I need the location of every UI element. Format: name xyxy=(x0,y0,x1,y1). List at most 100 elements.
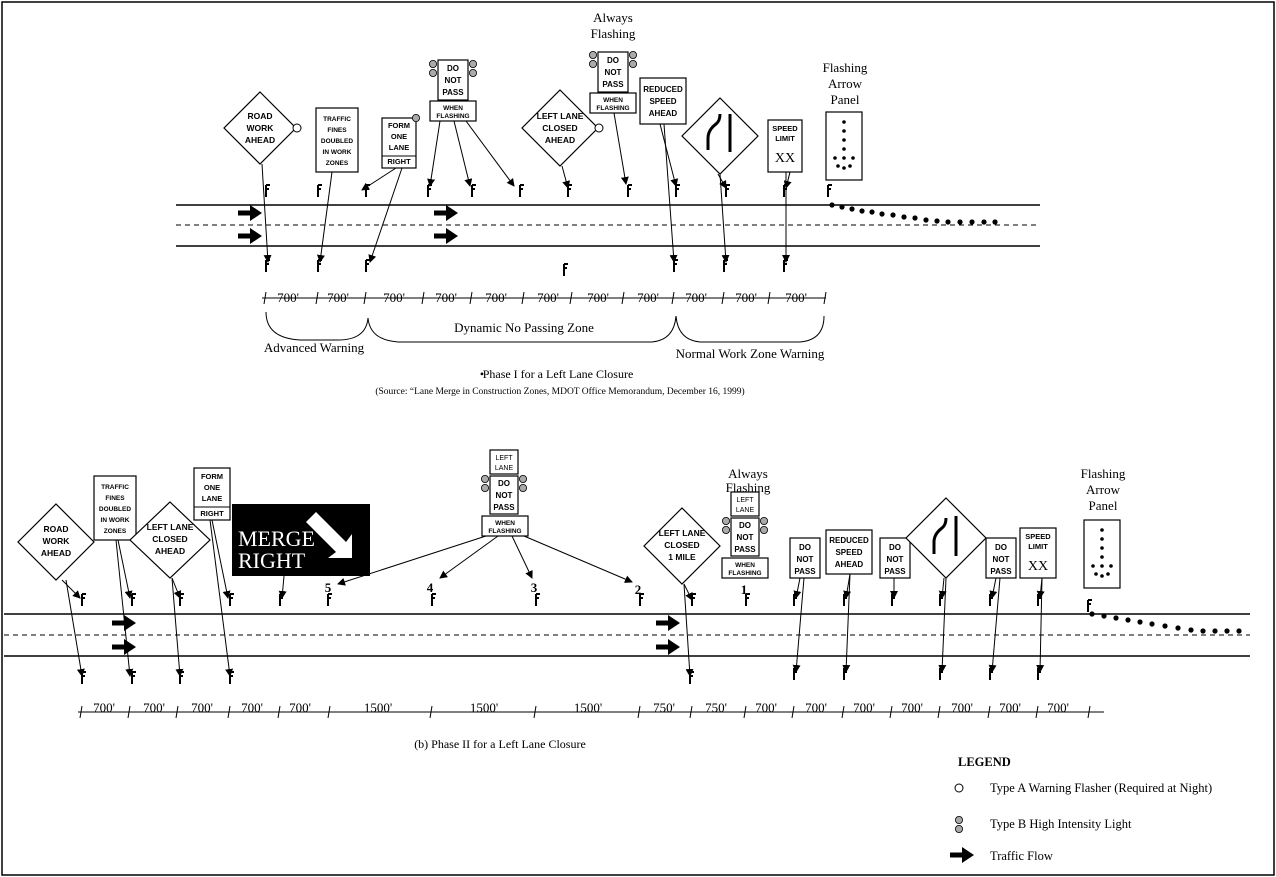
svg-text:AHEAD: AHEAD xyxy=(41,548,71,558)
legend-item: Type A Warning Flasher (Required at Nigh… xyxy=(990,781,1212,795)
always-flashing-label: Flashing xyxy=(726,480,771,495)
svg-text:LEFT LANE: LEFT LANE xyxy=(537,111,584,121)
svg-text:WORK: WORK xyxy=(247,123,275,133)
flashing-arrow-panel xyxy=(1083,519,1121,589)
distance-label: 700' xyxy=(537,290,559,305)
svg-text:DOUBLED: DOUBLED xyxy=(321,138,353,145)
sign-posts-bottom xyxy=(265,259,789,277)
traffic-flow-arrow xyxy=(434,205,458,221)
distance-label: 700' xyxy=(289,700,311,715)
distance-label: 700' xyxy=(853,700,875,715)
distance-label: 700' xyxy=(327,290,349,305)
always-flashing-label: Always xyxy=(593,10,633,25)
svg-text:PASS: PASS xyxy=(794,567,816,576)
svg-text:FINES: FINES xyxy=(105,495,125,502)
svg-text:LANE: LANE xyxy=(495,465,514,472)
sign-left-lane-closed-ahead: LEFT LANE CLOSED AHEAD xyxy=(129,501,211,579)
svg-text:CLOSED: CLOSED xyxy=(152,534,187,544)
svg-text:LIMIT: LIMIT xyxy=(1028,542,1048,551)
svg-text:LEFT: LEFT xyxy=(495,455,513,462)
svg-text:1 MILE: 1 MILE xyxy=(668,552,696,562)
arrow-panel-label: Panel xyxy=(1089,498,1118,513)
svg-text:DO: DO xyxy=(889,543,901,552)
traffic-flow-icon xyxy=(950,847,974,863)
source-citation: (Source: “Lane Merge in Construction Zon… xyxy=(375,386,744,397)
caption-bullet: • xyxy=(480,367,484,381)
traffic-flow-arrow xyxy=(238,205,262,221)
svg-text:DO: DO xyxy=(995,543,1007,552)
arrow-panel-label: Arrow xyxy=(1086,482,1121,497)
merge-symbol-icon xyxy=(706,113,722,150)
svg-text:PASS: PASS xyxy=(442,88,464,97)
svg-text:ZONES: ZONES xyxy=(326,160,349,167)
svg-text:AHEAD: AHEAD xyxy=(245,135,275,145)
sign-traffic-fines: TRAFFIC FINES DOUBLED IN WORK ZONES xyxy=(315,107,359,173)
type-b-light-icon xyxy=(411,114,420,123)
svg-text:FINES: FINES xyxy=(327,127,347,134)
distance-label: 1500' xyxy=(470,700,498,715)
sign-do-not-pass-when-flashing: DO NOT PASS WHEN FLASHING xyxy=(428,59,478,122)
type-b-light-icon xyxy=(955,825,964,834)
legend-item: Traffic Flow xyxy=(990,849,1053,863)
svg-text:LANE: LANE xyxy=(389,143,409,152)
svg-text:RIGHT: RIGHT xyxy=(387,157,411,166)
svg-text:WHEN: WHEN xyxy=(603,97,623,104)
sign-speed-limit: SPEED LIMIT XX xyxy=(1019,527,1057,579)
svg-text:WORK: WORK xyxy=(43,536,71,546)
svg-text:PASS: PASS xyxy=(493,503,515,512)
sign-lane-ends-symbol xyxy=(681,97,759,175)
svg-text:NOT: NOT xyxy=(496,491,513,500)
sign-sequence-number: 1 xyxy=(741,582,748,597)
svg-text:DO: DO xyxy=(447,64,459,73)
svg-text:ONE: ONE xyxy=(391,132,407,141)
sign-sequence-number: 3 xyxy=(531,580,538,595)
svg-text:FLASHING: FLASHING xyxy=(436,113,469,120)
svg-text:DO: DO xyxy=(739,521,751,530)
always-flashing-label: Always xyxy=(728,466,768,481)
svg-text:FORM: FORM xyxy=(201,472,223,481)
distance-label: 700' xyxy=(93,700,115,715)
distance-label: 700' xyxy=(277,290,299,305)
type-b-light-icon xyxy=(955,816,964,825)
sign-merge-right: MERGE RIGHT xyxy=(232,504,370,576)
distance-label: 750' xyxy=(705,700,727,715)
svg-text:ONE: ONE xyxy=(204,483,220,492)
sign-road-work-ahead: ROAD WORK AHEAD xyxy=(17,503,95,581)
svg-text:ROAD: ROAD xyxy=(43,524,68,534)
svg-text:LEFT: LEFT xyxy=(736,497,754,504)
distance-label: 700' xyxy=(901,700,923,715)
svg-text:CLOSED: CLOSED xyxy=(664,540,699,550)
always-flashing-label: Flashing xyxy=(591,26,636,41)
svg-text:ROAD: ROAD xyxy=(247,111,272,121)
merge-arrow-icon xyxy=(306,512,352,558)
svg-text:TRAFFIC: TRAFFIC xyxy=(101,484,129,491)
svg-text:XX: XX xyxy=(1028,559,1048,574)
flashing-arrow-panel xyxy=(825,111,863,181)
svg-text:LANE: LANE xyxy=(202,494,222,503)
svg-text:AHEAD: AHEAD xyxy=(649,109,678,118)
distance-ticks xyxy=(263,291,827,305)
phase1-section: ROAD WORK AHEAD TRAFFIC FINES DOUBLED IN… xyxy=(176,10,1040,397)
sign-left-lane-closed-ahead: LEFT LANE CLOSED AHEAD xyxy=(521,89,604,167)
svg-text:LIMIT: LIMIT xyxy=(775,134,795,143)
svg-text:IN WORK: IN WORK xyxy=(101,517,130,524)
svg-text:SPEED: SPEED xyxy=(772,124,798,133)
legend-item: Type B High Intensity Light xyxy=(990,817,1132,831)
taper-cones xyxy=(1089,611,1242,634)
svg-text:PASS: PASS xyxy=(602,80,624,89)
traffic-flow-arrow xyxy=(656,615,680,631)
type-a-flasher-icon xyxy=(954,783,964,793)
distance-label: 700' xyxy=(735,290,757,305)
zone-label: Normal Work Zone Warning xyxy=(676,346,825,361)
svg-text:NOT: NOT xyxy=(797,555,814,564)
traffic-flow-arrow xyxy=(656,639,680,655)
zone-label: Dynamic No Passing Zone xyxy=(454,320,594,335)
sign-form-one-lane-right: FORM ONE LANE RIGHT xyxy=(381,114,420,169)
svg-text:NOT: NOT xyxy=(993,555,1010,564)
sign-reduced-speed-ahead: REDUCED SPEED AHEAD xyxy=(639,77,687,125)
svg-text:WHEN: WHEN xyxy=(443,105,463,112)
distance-label: 700' xyxy=(435,290,457,305)
arrow-panel-label: Panel xyxy=(831,92,860,107)
taper-cones xyxy=(829,202,998,225)
